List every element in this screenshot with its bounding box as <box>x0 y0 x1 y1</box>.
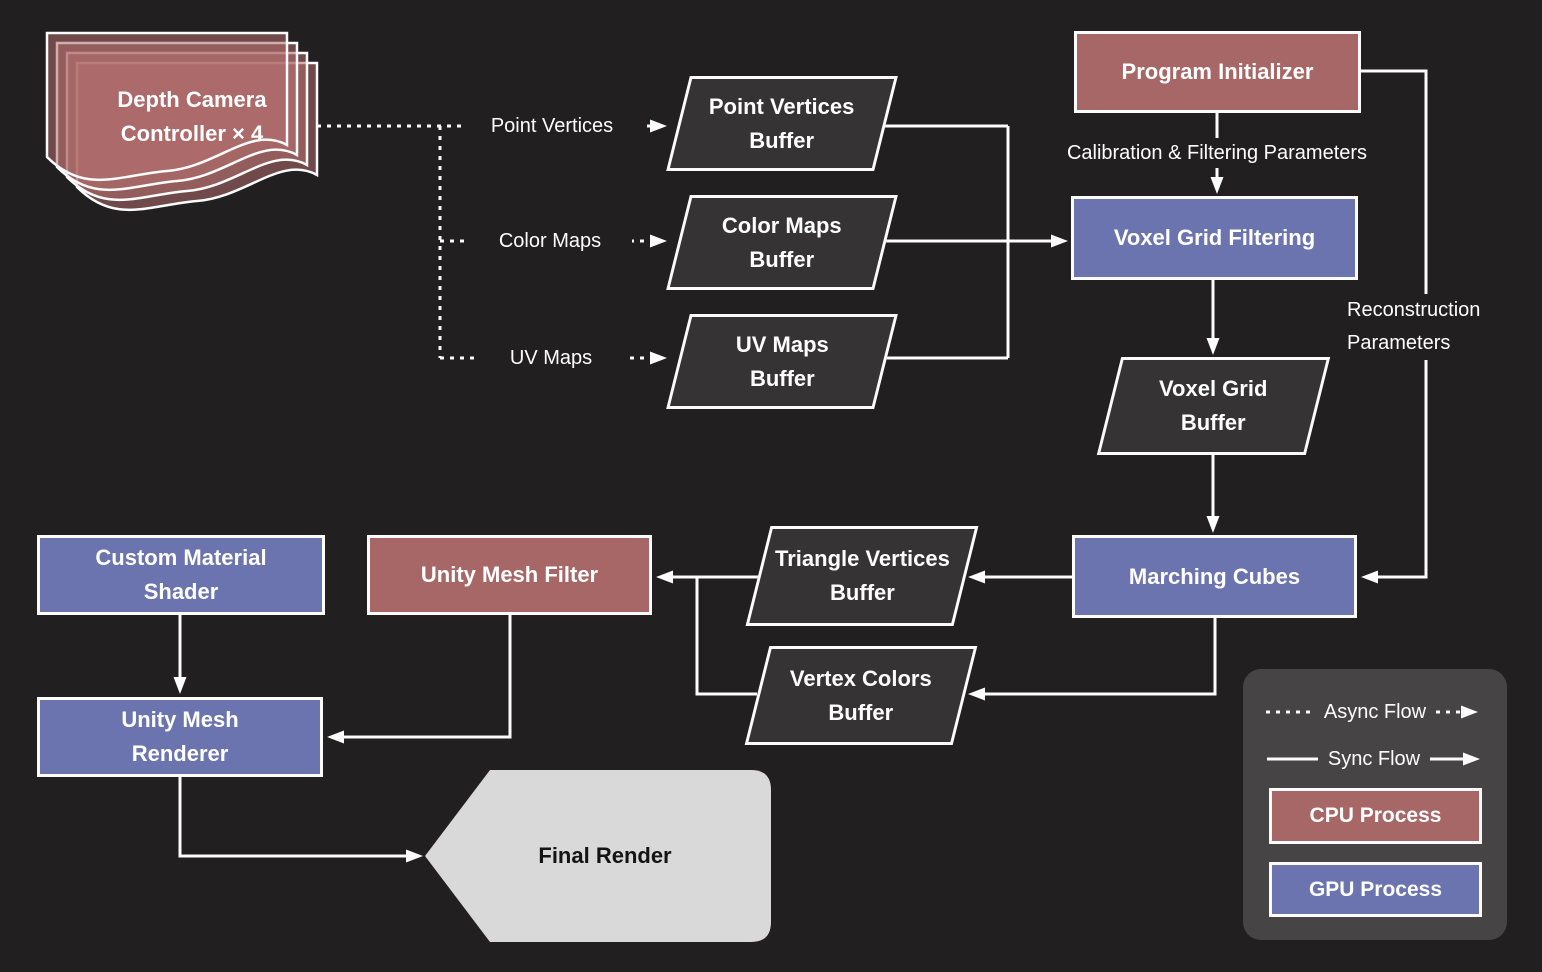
node-label-line: Triangle Vertices <box>774 546 950 571</box>
node-label-line: Shader <box>143 579 219 604</box>
arrowhead-icon <box>1206 338 1220 355</box>
sync-edges <box>178 69 1463 858</box>
legend-label-text: Async Flow <box>1323 701 1427 723</box>
node-label-line: UV Maps <box>735 331 829 357</box>
arrowheads <box>173 119 1480 863</box>
node-label-line: Custom Material <box>95 545 267 570</box>
node-label-line: Renderer <box>131 741 229 766</box>
node-label-line: Buffer <box>749 365 815 391</box>
node-label-line: Buffer <box>749 246 815 272</box>
node-color-maps-buffer: Color Maps Buffer <box>666 195 898 290</box>
edge-marching-to-vertex-colors <box>984 618 1217 696</box>
arrowhead-icon <box>1463 752 1480 766</box>
legend-label-text: Sync Flow <box>1327 748 1421 770</box>
node-final-render-label: Final Render <box>460 840 750 872</box>
node-point-vertices-buffer: Point Vertices Buffer <box>666 76 898 171</box>
edge-label-calibration-parameters: Calibration & Filtering Parameters <box>1035 138 1399 168</box>
node-label-line: Color Maps <box>722 212 842 238</box>
node-unity-mesh-filter: Unity Mesh Filter <box>367 535 652 615</box>
node-voxel-grid-filtering: Voxel Grid Filtering <box>1071 196 1358 280</box>
arrowhead-icon <box>650 119 667 133</box>
legend-swatch-label: GPU Process <box>1308 877 1443 901</box>
arrowhead-icon <box>1361 570 1378 584</box>
edge-vertex-colors-join <box>695 577 757 696</box>
edge-label-text: UV Maps <box>509 347 593 369</box>
node-label-line: Buffer <box>749 127 815 153</box>
edge-label-point-vertices: Point Vertices <box>462 111 642 141</box>
edge-mesh-filter-to-renderer <box>343 615 512 739</box>
edge-label-color-maps: Color Maps <box>468 226 632 256</box>
edge-label-text: Reconstruction <box>1347 299 1481 321</box>
arrowhead-icon <box>968 687 985 701</box>
arrowhead-icon <box>1051 234 1068 248</box>
final-render-shape <box>425 770 771 942</box>
node-depth-camera-controller-label: Depth Camera Controller × 4 <box>62 79 322 155</box>
node-label: Vertex Colors Buffer <box>790 662 932 730</box>
legend-cpu-process-swatch: CPU Process <box>1269 788 1482 844</box>
edge-label-reconstruction-parameters: Reconstruction Parameters <box>1341 294 1515 360</box>
node-label-line: Buffer <box>829 580 895 605</box>
legend-gpu-process-swatch: GPU Process <box>1269 862 1482 917</box>
node-label-line: Buffer <box>828 699 894 725</box>
edge-label-uv-maps: UV Maps <box>477 343 625 373</box>
arrowhead-icon <box>1210 177 1224 194</box>
node-uv-maps-buffer: UV Maps Buffer <box>666 314 898 409</box>
node-program-initializer: Program Initializer <box>1074 31 1361 113</box>
edge-buffers-to-voxel-filtering <box>882 124 1051 360</box>
node-label-line: Final Render <box>538 843 672 868</box>
node-label: Color Maps Buffer <box>722 209 842 277</box>
document-card-icon <box>45 31 289 181</box>
node-label-line: Point Vertices <box>709 93 855 119</box>
node-triangle-vertices-buffer: Triangle Vertices Buffer <box>745 526 979 626</box>
edge-renderer-to-final-render <box>178 777 407 858</box>
node-label-line: Voxel Grid <box>1159 376 1268 401</box>
node-label-line: Controller × 4 <box>120 121 264 146</box>
node-unity-mesh-renderer: Unity Mesh Renderer <box>37 697 323 777</box>
arrowhead-icon <box>327 730 344 744</box>
edge-label-text: Point Vertices <box>490 115 614 137</box>
legend-async-flow-label: Async Flow <box>1314 697 1436 727</box>
arrowhead-icon <box>173 677 187 694</box>
arrowhead-icon <box>1461 705 1478 719</box>
node-label-line: Vertex Colors <box>790 665 932 691</box>
node-label-line: Unity Mesh Filter <box>420 562 599 587</box>
arrowhead-icon <box>656 570 673 584</box>
legend-sync-flow-label: Sync Flow <box>1318 744 1430 774</box>
arrowhead-icon <box>968 570 985 584</box>
arrowhead-icon <box>650 351 667 365</box>
node-label: Point Vertices Buffer <box>709 90 855 158</box>
depth-camera-stack-shape <box>45 31 319 211</box>
node-label-line: Unity Mesh <box>121 707 239 732</box>
node-label-line: Program Initializer <box>1121 59 1314 84</box>
edge-label-text: Parameters <box>1347 332 1451 354</box>
node-vertex-colors-buffer: Vertex Colors Buffer <box>744 646 978 745</box>
node-label: Voxel Grid Buffer <box>1159 372 1267 440</box>
arrowhead-icon <box>650 234 667 248</box>
edge-label-text: Color Maps <box>498 230 602 252</box>
arrowhead-icon <box>1206 516 1220 533</box>
node-label-line: Voxel Grid Filtering <box>1113 225 1316 250</box>
node-label-line: Depth Camera <box>117 87 267 112</box>
node-custom-material-shader: Custom Material Shader <box>37 535 325 615</box>
node-voxel-grid-buffer: Voxel Grid Buffer <box>1096 357 1331 455</box>
async-edges <box>317 124 1461 714</box>
node-label-line: Buffer <box>1181 410 1246 435</box>
edge-label-text: Calibration & Filtering Parameters <box>1066 142 1368 164</box>
node-label: Triangle Vertices Buffer <box>775 542 950 610</box>
node-label: UV Maps Buffer <box>736 328 829 396</box>
node-marching-cubes: Marching Cubes <box>1072 535 1357 618</box>
node-label-line: Marching Cubes <box>1128 563 1301 589</box>
arrowhead-icon <box>406 849 423 863</box>
legend-swatch-label: CPU Process <box>1309 804 1442 827</box>
